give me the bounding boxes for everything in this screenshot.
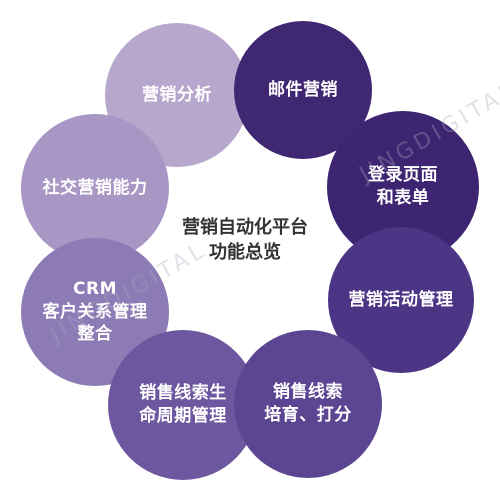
node-label: 销售线索生 命周期管理 bbox=[139, 383, 227, 426]
node-label: 登录页面 和表单 bbox=[368, 165, 438, 208]
node-label: 营销分析 bbox=[142, 84, 212, 105]
node-label: 销售线索 培育、打分 bbox=[264, 382, 352, 425]
node-label: 社交营销能力 bbox=[42, 177, 148, 198]
node-lead-lifecycle: 销售线索生 命周期管理 bbox=[108, 330, 258, 480]
node-label: CRM 客户关系管理 整合 bbox=[42, 278, 148, 345]
node-email-marketing: 邮件营销 bbox=[234, 21, 372, 159]
node-label: 邮件营销 bbox=[268, 79, 338, 100]
node-label: 营销活动管理 bbox=[348, 289, 454, 310]
node-social-marketing: 社交营销能力 bbox=[21, 114, 169, 262]
center-title: 营销自动化平台 功能总览 bbox=[150, 200, 340, 280]
node-lead-nurturing-scoring: 销售线索 培育、打分 bbox=[234, 330, 382, 478]
center-title-text: 营销自动化平台 功能总览 bbox=[182, 216, 308, 263]
